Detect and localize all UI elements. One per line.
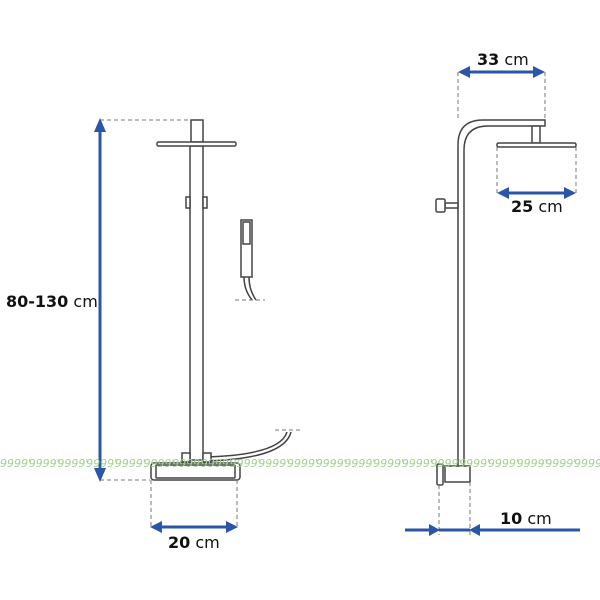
arm-length-label: 33 cm <box>477 50 529 69</box>
watermark: 9999'9999'9999'9999'9999'9999'9999'9999'… <box>0 457 600 470</box>
watermark-text: 9999' <box>574 457 600 470</box>
watermark-text: 9999' <box>115 457 146 470</box>
base-width-label: 20 cm <box>168 533 220 552</box>
watermark-text: 9999' <box>172 457 203 470</box>
watermark-text: 9999' <box>287 457 318 470</box>
watermark-text: 9999' <box>431 457 462 470</box>
watermark-text: 9999' <box>344 457 375 470</box>
watermark-text: 9999' <box>402 457 433 470</box>
rain-shower-head <box>496 142 577 148</box>
hose <box>204 431 292 462</box>
height-label: 80-130 cm <box>6 292 98 311</box>
watermark-text: 9999' <box>29 457 60 470</box>
wall-connector <box>444 465 471 483</box>
shower-head-mount <box>190 119 204 143</box>
diverter-knob <box>435 198 446 213</box>
hand-shower <box>235 219 265 301</box>
watermark-text: 9999' <box>459 457 490 470</box>
watermark-text: 9999' <box>201 457 232 470</box>
watermark-text: 9999' <box>545 457 576 470</box>
watermark-text: 9999' <box>373 457 404 470</box>
watermark-text: 9999' <box>230 457 261 470</box>
wall-distance-label: 10 cm <box>500 509 552 528</box>
watermark-text: 9999' <box>488 457 519 470</box>
watermark-text: 9999' <box>316 457 347 470</box>
watermark-text: 9999' <box>86 457 117 470</box>
shower-head <box>156 141 237 147</box>
watermark-text: 9999' <box>258 457 289 470</box>
watermark-text: 9999' <box>517 457 548 470</box>
side-view: 33 cm 25 cm 10 cm <box>405 50 580 536</box>
head-diameter-label: 25 cm <box>511 197 563 216</box>
watermark-text: 9999' <box>144 457 175 470</box>
watermark-text: 9999' <box>0 457 31 470</box>
watermark-text: 9999' <box>57 457 88 470</box>
riser-pipe <box>457 119 546 470</box>
front-view: 80-130 cm 20 cm <box>6 118 300 552</box>
